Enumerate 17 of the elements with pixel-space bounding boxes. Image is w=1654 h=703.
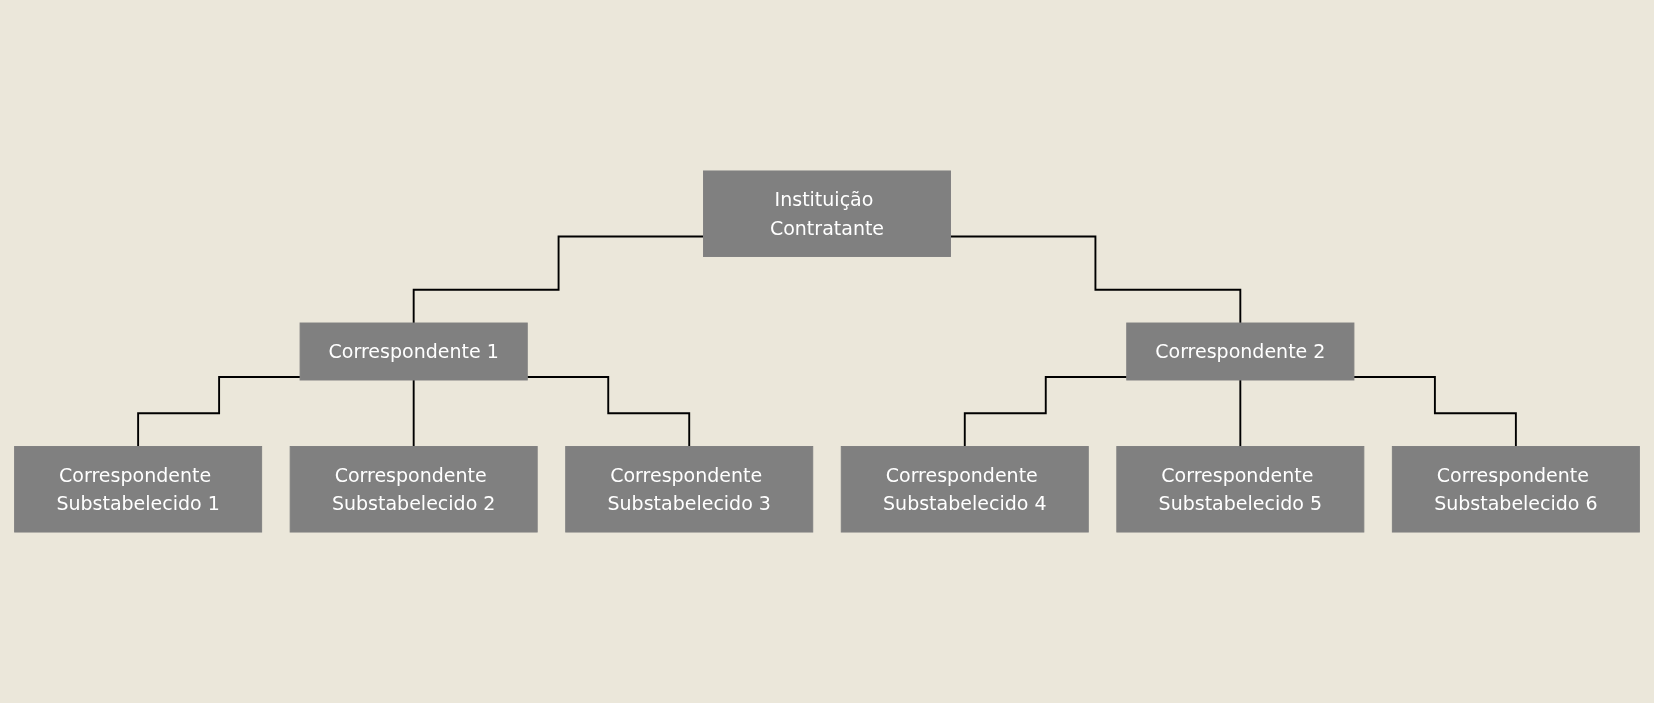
connector [1239, 379, 1242, 448]
node-box: Correspondente Substabelecido 3 [565, 446, 814, 533]
node-box: Correspondente 1 [299, 322, 528, 381]
node-box: Correspondente Substabelecido 4 [840, 446, 1089, 533]
connector [412, 235, 705, 324]
connector [137, 376, 302, 448]
connector [949, 235, 1242, 324]
connector [963, 376, 1128, 448]
node-box: Correspondente Substabelecido 5 [1116, 446, 1365, 533]
node-box: Correspondente 2 [1126, 322, 1355, 381]
connector [412, 379, 415, 448]
node-box: Instituição Contratante [703, 170, 951, 257]
node-box: Correspondente Substabelecido 1 [14, 446, 263, 533]
connector [526, 376, 691, 448]
node-box: Correspondente Substabelecido 6 [1391, 446, 1640, 533]
node-box: Correspondente Substabelecido 2 [289, 446, 538, 533]
connector [1352, 376, 1517, 448]
